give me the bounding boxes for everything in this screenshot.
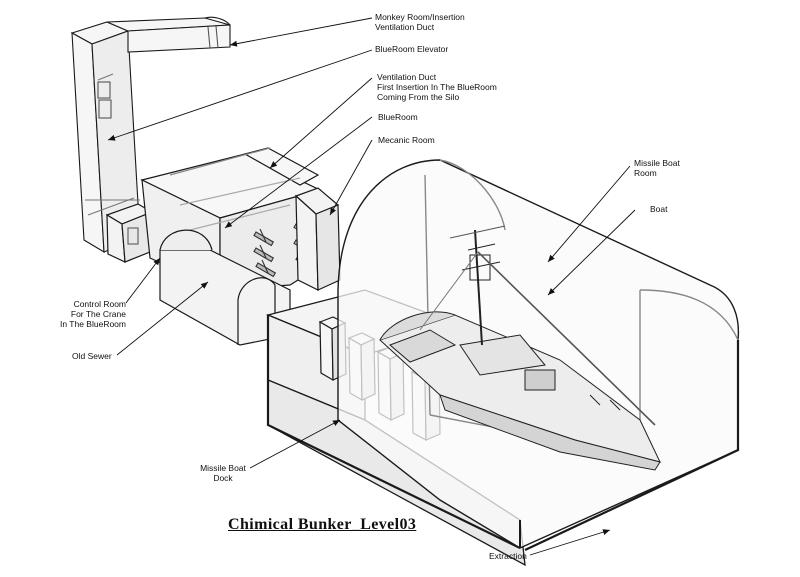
label-missile-boat-room-line1: Missile Boat — [634, 158, 680, 168]
leader-lines — [107, 17, 636, 556]
leader-blueroom — [224, 116, 373, 229]
label-control-room: Control Room For The Crane In The BlueRo… — [44, 299, 126, 329]
label-mecanic-room-line1: Mecanic Room — [378, 135, 435, 145]
label-missile-boat-room-line2: Room — [634, 168, 657, 178]
label-ventilation-duct: Ventilation Duct First Insertion In The … — [377, 72, 497, 102]
label-control-room-line3: In The BlueRoom — [60, 319, 126, 329]
label-monkey-room-line1: Monkey Room/Insertion — [375, 12, 465, 22]
monkey-room-duct — [106, 16, 231, 53]
label-ventilation-duct-line1: Ventilation Duct — [377, 72, 437, 82]
label-missile-boat-dock-line2: Dock — [213, 473, 233, 483]
diagram-title: Chimical Bunker_Level03 — [228, 516, 417, 533]
label-blueroom-line1: BlueRoom — [378, 112, 418, 122]
leader-monkey-room — [229, 17, 373, 47]
leader-old-sewer — [116, 281, 209, 356]
leader-ventilation-duct — [269, 77, 373, 169]
label-control-room-line1: Control Room — [73, 299, 126, 309]
label-boat: Boat — [650, 204, 668, 214]
elevator-tower — [70, 21, 141, 254]
label-blueroom-elevator-line1: BlueRoom Elevator — [375, 44, 449, 54]
leader-boat — [547, 209, 636, 296]
label-old-sewer-line1: Old Sewer — [72, 351, 112, 361]
leader-control-room — [125, 257, 161, 304]
label-extraction: Extraction — [489, 551, 527, 561]
label-missile-boat-dock: Missile Boat Dock — [188, 463, 258, 483]
label-boat-line1: Boat — [650, 204, 668, 214]
label-extraction-line1: Extraction — [489, 551, 527, 561]
label-control-room-line2: For The Crane — [70, 309, 126, 319]
label-ventilation-duct-line2: First Insertion In The BlueRoom — [377, 82, 497, 92]
missile-boat — [379, 225, 661, 471]
label-blueroom: BlueRoom — [378, 112, 418, 122]
label-monkey-room: Monkey Room/Insertion Ventilation Duct — [375, 12, 465, 32]
leader-blueroom-elevator — [107, 49, 373, 141]
leader-extraction — [529, 529, 611, 556]
label-ventilation-duct-line3: Coming From the Silo — [377, 92, 460, 102]
label-missile-boat-dock-line1: Missile Boat — [200, 463, 246, 473]
label-missile-boat-room: Missile Boat Room — [634, 158, 680, 178]
mecanic-room — [294, 187, 341, 291]
leader-missile-boat-room — [547, 165, 631, 263]
label-monkey-room-line2: Ventilation Duct — [375, 22, 435, 32]
leader-mecanic-room — [329, 139, 373, 216]
label-mecanic-room: Mecanic Room — [378, 135, 435, 145]
label-blueroom-elevator: BlueRoom Elevator — [375, 44, 448, 54]
label-old-sewer: Old Sewer — [72, 351, 112, 361]
leader-missile-boat-dock — [249, 419, 341, 469]
